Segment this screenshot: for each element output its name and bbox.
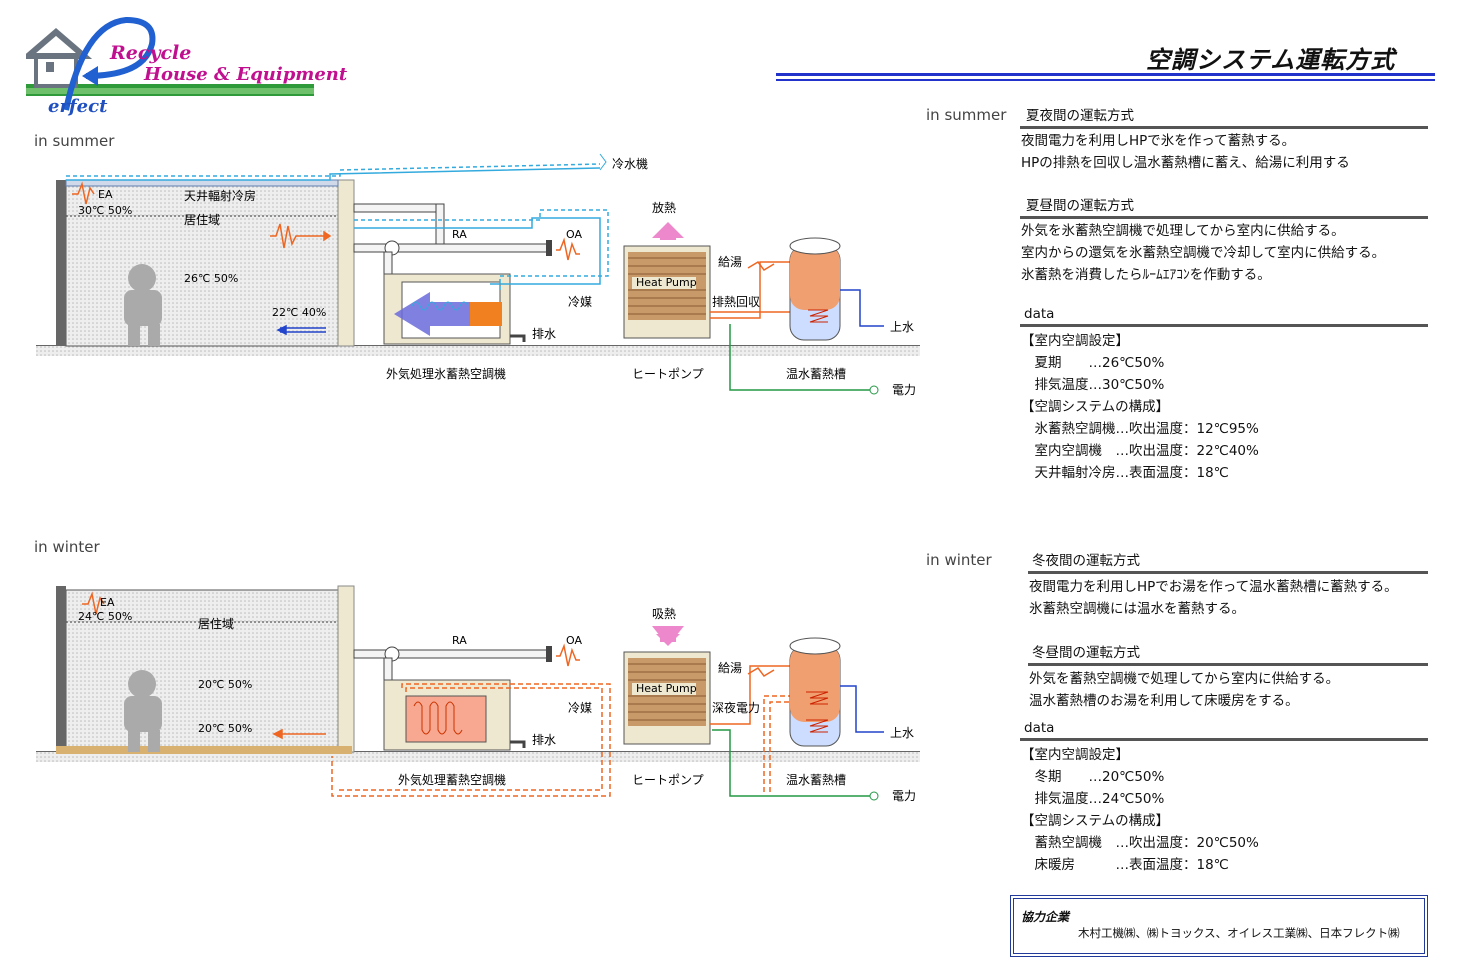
summer-hot-water-tank (789, 237, 884, 341)
credit-companies: 木村工機㈱、㈱トヨックス、オイレス工業㈱、日本フレクト㈱ (1078, 926, 1400, 940)
summer-zone-label: 居住域 (184, 213, 220, 227)
summer-day-line: 外気を氷蓄熱空調機で処理してから室内に供給する。 (1021, 223, 1345, 239)
summer-unit-name: 外気処理氷蓄熱空調機 (386, 366, 506, 381)
summer-ea-label: EA (98, 188, 113, 201)
summer-day-text: 外気を氷蓄熱空調機で処理してから室内に供給する。 室内からの還気を氷蓄熱空調機で… (1021, 220, 1385, 286)
winter-ea-temp: 24℃ 50% (78, 610, 132, 623)
winter-ra-label: RA (452, 634, 467, 647)
summer-season-label: in summer (34, 132, 115, 150)
winter-hp-label: Heat Pump (636, 682, 697, 695)
winter-data-line: 床暖房 …表面温度：18℃ (1021, 857, 1229, 873)
summer-tank-name: 温水蓄熱槽 (786, 367, 846, 381)
winter-data-heading: data (1020, 720, 1428, 741)
winter-ea-label: EA (100, 596, 115, 609)
summer-chiller-label: 冷水機 (612, 156, 648, 171)
summer-data-line: 排気温度…30℃50% (1021, 377, 1165, 393)
summer-hp-name: ヒートポンプ (632, 367, 704, 381)
summer-day-line: 室内からの還気を氷蓄熱空調機で冷却して室内に供給する。 (1021, 245, 1386, 261)
winter-data-line: 蓄熱空調機 …吹出温度：20℃50% (1021, 835, 1259, 851)
winter-day-heading: 冬昼間の運転方式 (1028, 641, 1428, 666)
summer-oa-label: OA (566, 228, 582, 241)
summer-data-line: 氷蓄熱空調機…吹出温度：12℃95% (1021, 421, 1259, 437)
title-rule-2 (776, 79, 1435, 81)
title-rule (776, 73, 1435, 76)
summer-day-line: 氷蓄熱を消費したらﾙｰﾑｴｱｺﾝを作動する。 (1021, 267, 1271, 283)
page-title: 空調システム運転方式 (1146, 46, 1396, 74)
winter-heat-absorb-label: 吸熱 (652, 607, 676, 621)
summer-data-line: 夏期 …26℃50% (1021, 355, 1165, 371)
logo: Recycle House & Equipment erfect (26, 14, 347, 118)
winter-day-text: 外気を蓄熱空調機で処理してから室内に供給する。 温水蓄熱槽のお湯を利用して床暖房… (1029, 668, 1339, 712)
summer-diagram: 冷水機 EA 30℃ 50% 天井輻射冷房 居住域 26℃ 50% 22℃ 40… (36, 153, 920, 397)
summer-ceiling-label: 天井輻射冷房 (184, 188, 256, 203)
summer-refrigerant-label: 冷媒 (568, 295, 592, 309)
logo-line1: Recycle (110, 42, 192, 64)
winter-day-line: 温水蓄熱槽のお湯を利用して床暖房をする。 (1029, 693, 1299, 709)
house-logo-icon (26, 16, 314, 111)
summer-data-line: 室内空調機 …吹出温度：22℃40% (1021, 443, 1259, 459)
winter-data-line: 冬期 …20℃50% (1021, 769, 1165, 785)
winter-night-line: 夜間電力を利用しHPでお湯を作って温水蓄熱槽に蓄熱する。 (1029, 579, 1398, 595)
winter-night-line: 氷蓄熱空調機には温水を蓄熱する。 (1029, 601, 1245, 617)
winter-floor-temp: 20℃ 50% (198, 722, 252, 735)
credit-heading: 協力企業 (1021, 910, 1070, 924)
summer-data-heading: data (1020, 306, 1428, 327)
winter-data-line: 【空調システムの構成】 (1021, 813, 1170, 829)
summer-data-list: 【室内空調設定】 夏期 …26℃50% 排気温度…30℃50% 【空調システムの… (1021, 330, 1259, 484)
summer-room-temp: 26℃ 50% (184, 272, 238, 285)
winter-data-list: 【室内空調設定】 冬期 …20℃50% 排気温度…24℃50% 【空調システムの… (1021, 744, 1259, 876)
winter-refrigerant-label: 冷媒 (568, 701, 592, 715)
summer-night-line: HPの排熱を回収し温水蓄熱槽に蓄え、給湯に利用する (1021, 155, 1350, 171)
winter-tank-name: 温水蓄熱槽 (786, 773, 846, 787)
winter-day-line: 外気を蓄熱空調機で処理してから室内に供給する。 (1029, 671, 1340, 687)
winter-power-label: 電力 (892, 789, 916, 803)
credit-box: 協力企業 木村工機㈱、㈱トヨックス、オイレス工業㈱、日本フレクト㈱ (1010, 895, 1428, 957)
winter-night-text: 夜間電力を利用しHPでお湯を作って温水蓄熱槽に蓄熱する。 氷蓄熱空調機には温水を… (1029, 576, 1398, 620)
summer-night-heading: 夏夜間の運転方式 (1020, 104, 1428, 129)
winter-unit-name: 外気処理蓄熱空調機 (398, 772, 506, 787)
summer-data-line: 天井輻射冷房…表面温度：18℃ (1021, 465, 1229, 481)
winter-room-temp: 20℃ 50% (198, 678, 252, 691)
logo-line2: House & Equipment (144, 64, 348, 85)
summer-heat-recovery-label: 排熱回収 (712, 295, 760, 309)
winter-hot-water-label: 給湯 (718, 661, 742, 675)
summer-hot-water-label: 給湯 (718, 255, 742, 269)
summer-data-line: 【室内空調設定】 (1021, 333, 1129, 349)
summer-power-label: 電力 (892, 383, 916, 397)
summer-night-text: 夜間電力を利用しHPで氷を作って蓄熱する。 HPの排熱を回収し温水蓄熱槽に蓄え、… (1021, 130, 1350, 174)
winter-diagram: EA 24℃ 50% 居住域 20℃ 50% 20℃ 50% RA OA 吸熱 … (36, 585, 920, 803)
summer-heat-release-label: 放熱 (652, 200, 676, 215)
winter-zone-label: 居住域 (198, 617, 234, 631)
summer-data-line: 【空調システムの構成】 (1021, 399, 1170, 415)
winter-data-line: 【室内空調設定】 (1021, 747, 1129, 763)
winter-data-line: 排気温度…24℃50% (1021, 791, 1165, 807)
winter-water-supply-label: 上水 (890, 726, 914, 740)
summer-night-line: 夜間電力を利用しHPで氷を作って蓄熱する。 (1021, 133, 1296, 149)
summer-day-heading: 夏昼間の運転方式 (1020, 194, 1428, 219)
logo-line3: erfect (48, 96, 108, 117)
winter-oa-label: OA (566, 634, 582, 647)
summer-hp-label: Heat Pump (636, 276, 697, 289)
winter-hp-name: ヒートポンプ (632, 773, 704, 787)
summer-water-supply-label: 上水 (890, 320, 914, 334)
summer-drain-label: 排水 (532, 327, 556, 341)
summer-supply-temp: 22℃ 40% (272, 306, 326, 319)
winter-night-heading: 冬夜間の運転方式 (1028, 549, 1428, 574)
summer-panel-season: in summer (926, 106, 1007, 124)
winter-hot-water-tank (789, 637, 884, 747)
winter-night-power-label: 深夜電力 (712, 700, 760, 715)
summer-ra-label: RA (452, 228, 467, 241)
summer-ea-temp: 30℃ 50% (78, 204, 132, 217)
winter-drain-label: 排水 (532, 733, 556, 747)
winter-season-label: in winter (34, 538, 100, 556)
winter-panel-season: in winter (926, 551, 992, 569)
